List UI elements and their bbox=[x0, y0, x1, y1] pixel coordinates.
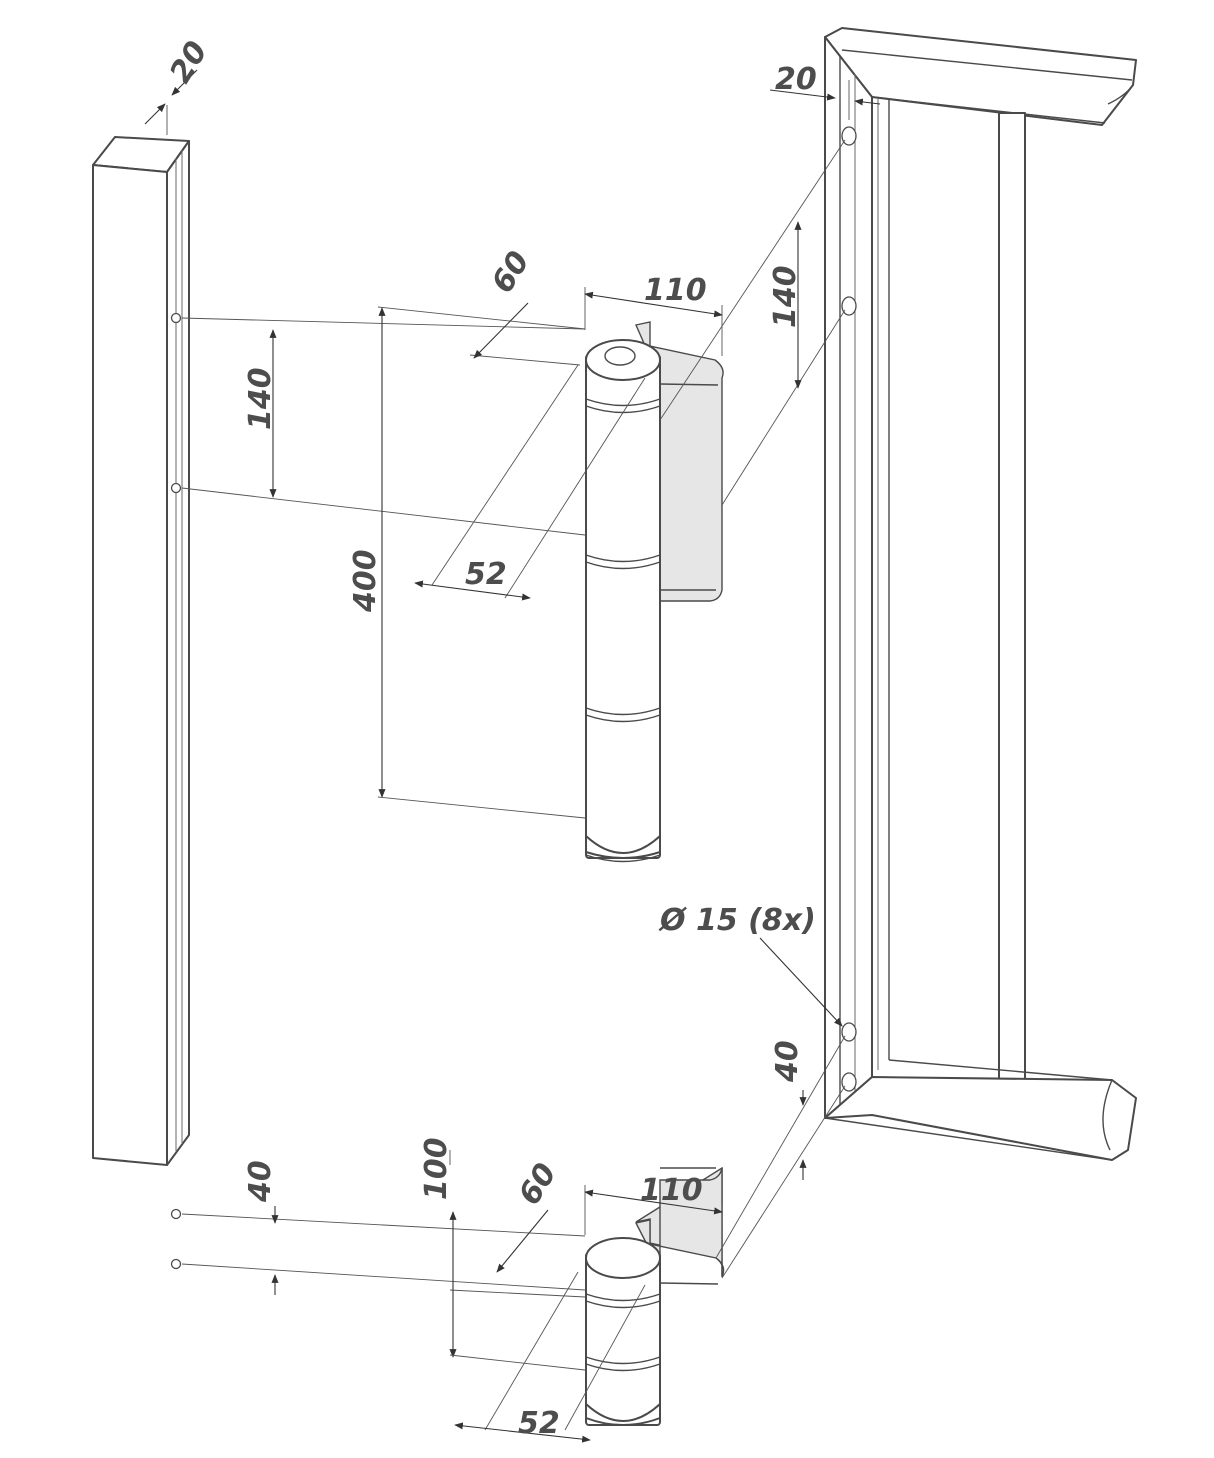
lower-width-label: 110 bbox=[640, 1173, 703, 1208]
left-post bbox=[92, 136, 190, 1270]
lower-barrel-label: 52 bbox=[518, 1406, 560, 1441]
hole-diameter-label: Ø 15 (8x) bbox=[658, 903, 816, 938]
upper-offset-label: 60 bbox=[485, 245, 537, 299]
dimension-lines bbox=[144, 69, 881, 1443]
frame-hole bbox=[841, 1072, 857, 1092]
post-hole bbox=[170, 482, 182, 494]
frame-thickness-label: 20 bbox=[775, 62, 817, 97]
lower-offset-label: 60 bbox=[512, 1157, 564, 1211]
lower-length-label: 100 bbox=[419, 1137, 454, 1200]
post-hole bbox=[170, 1208, 182, 1220]
post-thickness-label: 20 bbox=[163, 35, 215, 89]
upper-frame-spacing-label: 140 bbox=[768, 265, 803, 328]
frame-hole bbox=[841, 1022, 857, 1042]
frame-hole bbox=[841, 126, 857, 146]
upper-hinge bbox=[585, 321, 724, 863]
post-hole bbox=[170, 312, 182, 324]
frame-hole bbox=[841, 296, 857, 316]
upper-length-label: 400 bbox=[348, 549, 383, 613]
lower-post-spacing-label: 40 bbox=[243, 1160, 278, 1203]
post-hole bbox=[170, 1258, 182, 1270]
gate-frame bbox=[824, 27, 1137, 1161]
lower-frame-spacing-label: 40 bbox=[770, 1040, 805, 1083]
upper-width-label: 110 bbox=[644, 273, 707, 308]
lower-hinge-geometry bbox=[585, 1167, 725, 1426]
upper-barrel-label: 52 bbox=[465, 557, 507, 592]
upper-post-spacing-label: 140 bbox=[243, 367, 278, 430]
